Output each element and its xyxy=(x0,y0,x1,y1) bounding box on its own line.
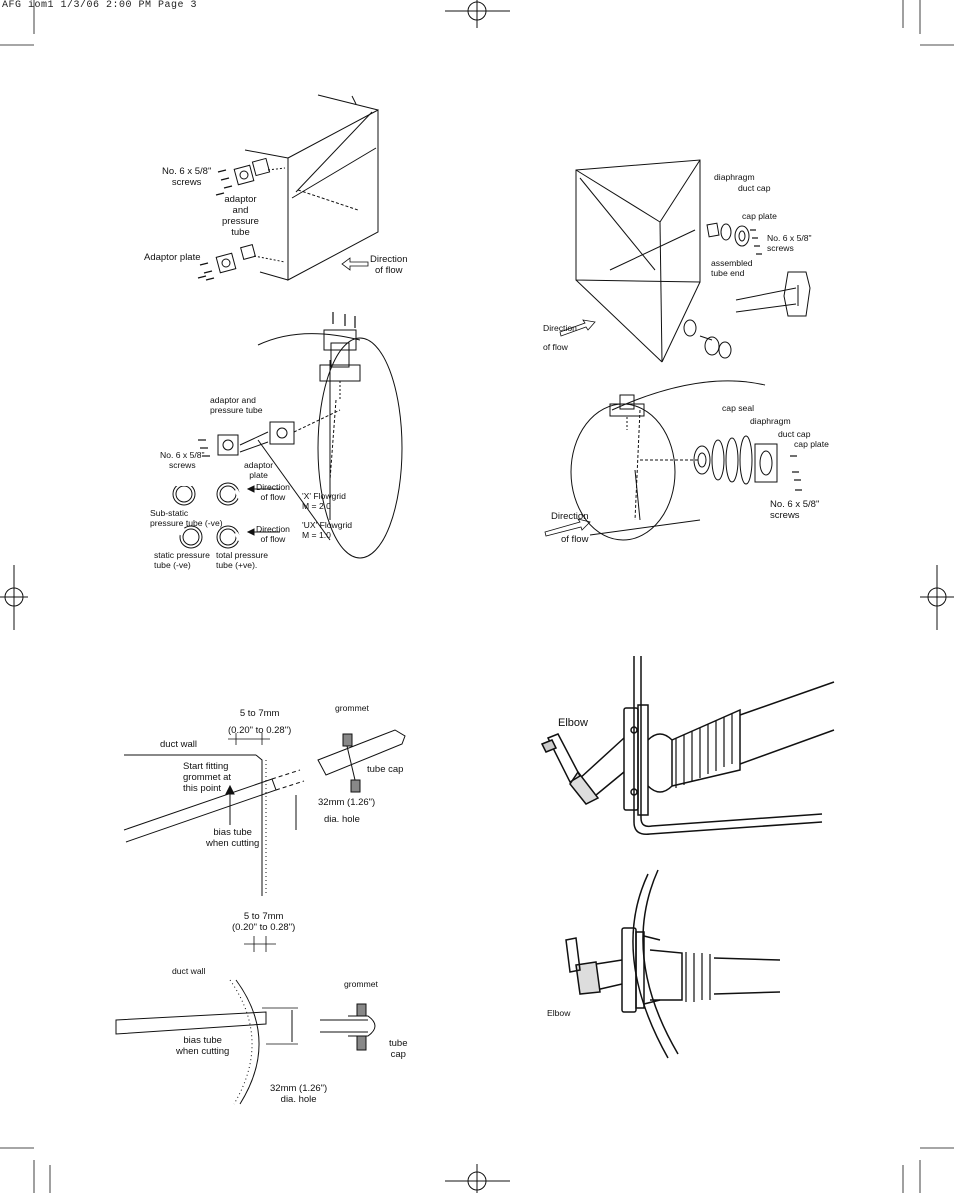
fig6-elbow-label: Elbow xyxy=(558,717,588,729)
fig3-cap-plate-label: cap plate xyxy=(742,211,777,221)
fig4-round-duct xyxy=(544,380,802,541)
fig1-screws-label: No. 6 x 5/8"screws xyxy=(162,166,212,188)
fig3-direction-label: Direction xyxy=(543,323,577,333)
fig5-bias-tube-cutting xyxy=(123,729,406,896)
fig5-duct-wall-label: duct wall xyxy=(160,739,197,750)
fig5-hole-label: 32mm (1.26")dia. hole xyxy=(318,797,376,825)
fig2-screws-label: No. 6 x 5/8"screws xyxy=(160,450,205,470)
fig7-grommet-label: grommet xyxy=(344,979,378,989)
fig2-round-duct xyxy=(172,312,403,559)
fig3-of-flow-label: of flow xyxy=(543,342,568,352)
fig3-diaphragm-label: diaphragm xyxy=(714,172,755,182)
fig6-elbow-detail xyxy=(540,656,835,835)
fig3-duct-cap-label: duct cap xyxy=(738,183,771,193)
print-slug: AFG iom1 1/3/06 2:00 PM Page 3 xyxy=(2,0,198,11)
fig8-elbow-label: Elbow xyxy=(547,1008,571,1018)
fig1-rectangular-duct xyxy=(197,94,379,281)
fig4-screws-label: No. 6 x 5/8"screws xyxy=(770,499,820,521)
fig4-duct-cap-label: duct cap xyxy=(778,429,811,439)
fig1-adaptor-plate-label: Adaptor plate xyxy=(144,252,201,263)
fig4-cap-plate-label: cap plate xyxy=(794,439,829,449)
fig3-screws-label: No. 6 x 5/8"screws xyxy=(767,233,812,253)
fig7-hole-label: 32mm (1.26")dia. hole xyxy=(270,1083,328,1105)
fig7-gap-label: 5 to 7mm(0.20" to 0.28") xyxy=(232,911,296,933)
fig4-of-flow-label: of flow xyxy=(561,534,589,545)
fig5-gap-label: 5 to 7mm(0.20" to 0.28") xyxy=(228,708,292,736)
fig4-diaphragm-label: diaphragm xyxy=(750,416,791,426)
registration-mark-top xyxy=(445,0,510,28)
registration-mark-left xyxy=(0,565,28,630)
fig5-grommet-label: grommet xyxy=(335,703,369,713)
fig8-elbow-round xyxy=(565,869,781,1059)
fig3-rectangular-duct xyxy=(559,159,811,363)
fig5-tube-cap-label: tube cap xyxy=(367,764,404,775)
fig7-duct-wall-label: duct wall xyxy=(172,966,206,976)
fig4-cap-seal-label: cap seal xyxy=(722,403,755,413)
fig4-direction-label: Direction xyxy=(551,511,589,522)
registration-mark-bottom xyxy=(445,1164,510,1193)
fig7-round-bias-tube xyxy=(115,936,376,1105)
registration-mark-right xyxy=(920,565,954,630)
